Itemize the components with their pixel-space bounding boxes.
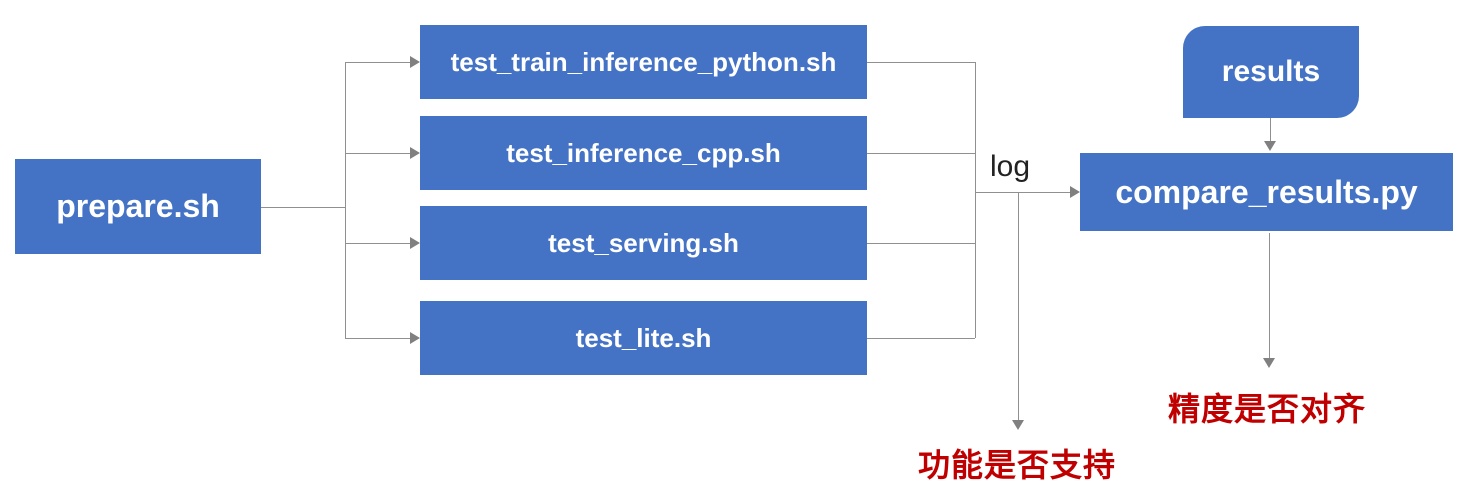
connector-log-to-compare bbox=[975, 192, 1070, 193]
connector-left-vertical bbox=[345, 62, 346, 338]
connector-collect-4 bbox=[867, 338, 975, 339]
connector-log-down bbox=[1018, 192, 1019, 420]
arrowhead-branch-2 bbox=[410, 147, 420, 159]
arrowhead-branch-3 bbox=[410, 237, 420, 249]
node-test-train-inference-python: test_train_inference_python.sh bbox=[420, 25, 867, 99]
connector-branch-3 bbox=[345, 243, 410, 244]
node-results: results bbox=[1183, 26, 1359, 118]
label-feature-support: 功能是否支持 bbox=[917, 447, 1116, 483]
arrowhead-branch-1 bbox=[410, 56, 420, 68]
arrowhead-results-to-compare bbox=[1264, 141, 1276, 151]
arrowhead-branch-4 bbox=[410, 332, 420, 344]
node-compare-results-py: compare_results.py bbox=[1080, 153, 1453, 231]
connector-branch-4 bbox=[345, 338, 410, 339]
connector-results-to-compare bbox=[1270, 118, 1271, 141]
node-test-serving: test_serving.sh bbox=[420, 206, 867, 280]
arrowhead-compare-down bbox=[1263, 358, 1275, 368]
node-test-inference-cpp: test_inference_cpp.sh bbox=[420, 116, 867, 190]
connector-collect-2 bbox=[867, 153, 975, 154]
connector-branch-1 bbox=[345, 62, 410, 63]
connector-branch-2 bbox=[345, 153, 410, 154]
connector-collect-1 bbox=[867, 62, 975, 63]
node-test-lite: test_lite.sh bbox=[420, 301, 867, 375]
connector-compare-down bbox=[1269, 233, 1270, 358]
label-log: log bbox=[990, 150, 1031, 183]
label-precision-alignment: 精度是否对齐 bbox=[1167, 391, 1366, 427]
connector-right-vertical bbox=[975, 62, 976, 338]
connector-prepare-trunk bbox=[261, 207, 345, 208]
arrowhead-log-to-compare bbox=[1070, 186, 1080, 198]
connector-collect-3 bbox=[867, 243, 975, 244]
arrowhead-log-down bbox=[1012, 420, 1024, 430]
node-prepare-sh: prepare.sh bbox=[15, 159, 261, 254]
